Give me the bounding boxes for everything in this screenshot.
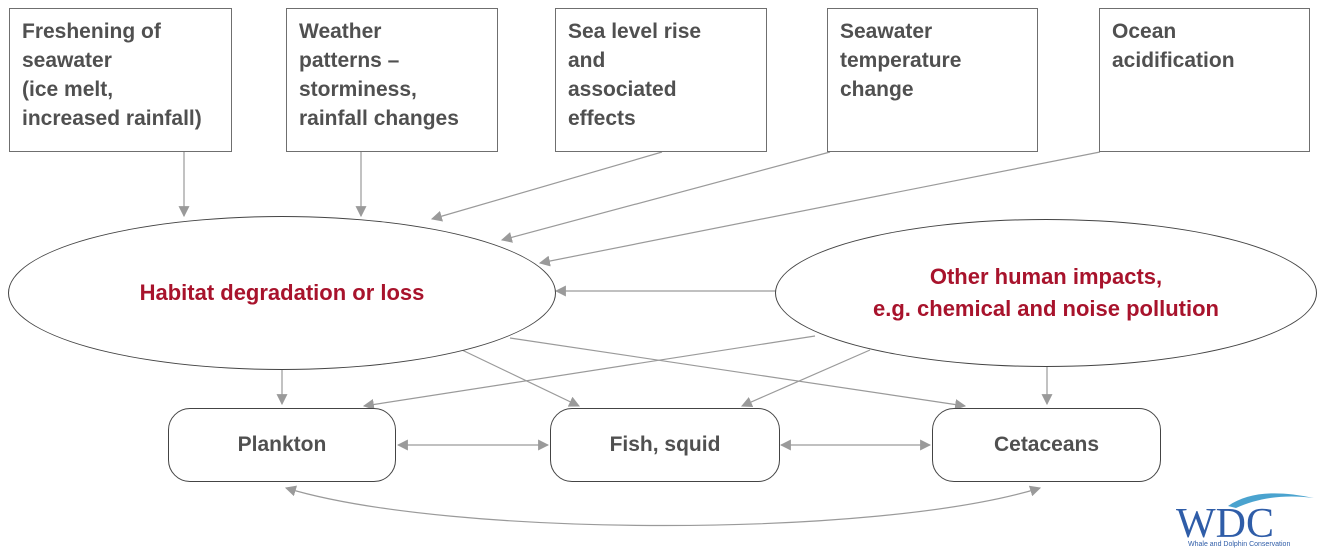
- habitat-ellipse: Habitat degradation or loss: [8, 216, 556, 370]
- arrow-acidification-to-habitat: [538, 151, 1101, 267]
- arrow-sealevel-to-habitat: [430, 151, 663, 222]
- arrow-other-to-plankton: [362, 335, 816, 410]
- other-impacts-line1: Other human impacts,: [929, 264, 1163, 289]
- other-impacts-ellipse: Other human impacts, e.g. chemical and n…: [775, 219, 1317, 367]
- driver-acidification: Ocean acidification: [1099, 8, 1310, 152]
- arrow-habitat-to-cetaceans: [509, 337, 967, 410]
- cetaceans-box: Cetaceans: [932, 408, 1161, 482]
- plankton-box: Plankton: [168, 408, 396, 482]
- wdc-logo: WDC Whale and Dolphin Conservation: [1176, 493, 1314, 548]
- fish-squid-box: Fish, squid: [550, 408, 780, 482]
- arrow-habitat-to-fish: [461, 349, 580, 407]
- wdc-logo-text: WDC: [1176, 501, 1274, 547]
- habitat-label: Habitat degradation or loss: [139, 280, 425, 305]
- other-impacts-label: Other human impacts, e.g. chemical and n…: [873, 261, 1219, 325]
- wave-icon: [1228, 493, 1314, 508]
- other-impacts-line2: e.g. chemical and noise pollution: [873, 296, 1219, 321]
- arrow-plankton-cetaceans: [284, 485, 1042, 527]
- wdc-logo-tagline: Whale and Dolphin Conservation: [1188, 541, 1290, 548]
- arrow-other-to-fish: [740, 349, 871, 408]
- driver-temperature: Seawater temperature change: [827, 8, 1038, 152]
- arrow-temperature-to-habitat: [500, 151, 831, 243]
- driver-freshening: Freshening of seawater (ice melt, increa…: [9, 8, 232, 152]
- fish-squid-label: Fish, squid: [609, 433, 721, 456]
- cetaceans-label: Cetaceans: [993, 433, 1100, 456]
- driver-weather: Weather patterns – storminess, rainfall …: [286, 8, 498, 152]
- plankton-label: Plankton: [237, 433, 327, 456]
- driver-sea-level: Sea level rise and associated effects: [555, 8, 767, 152]
